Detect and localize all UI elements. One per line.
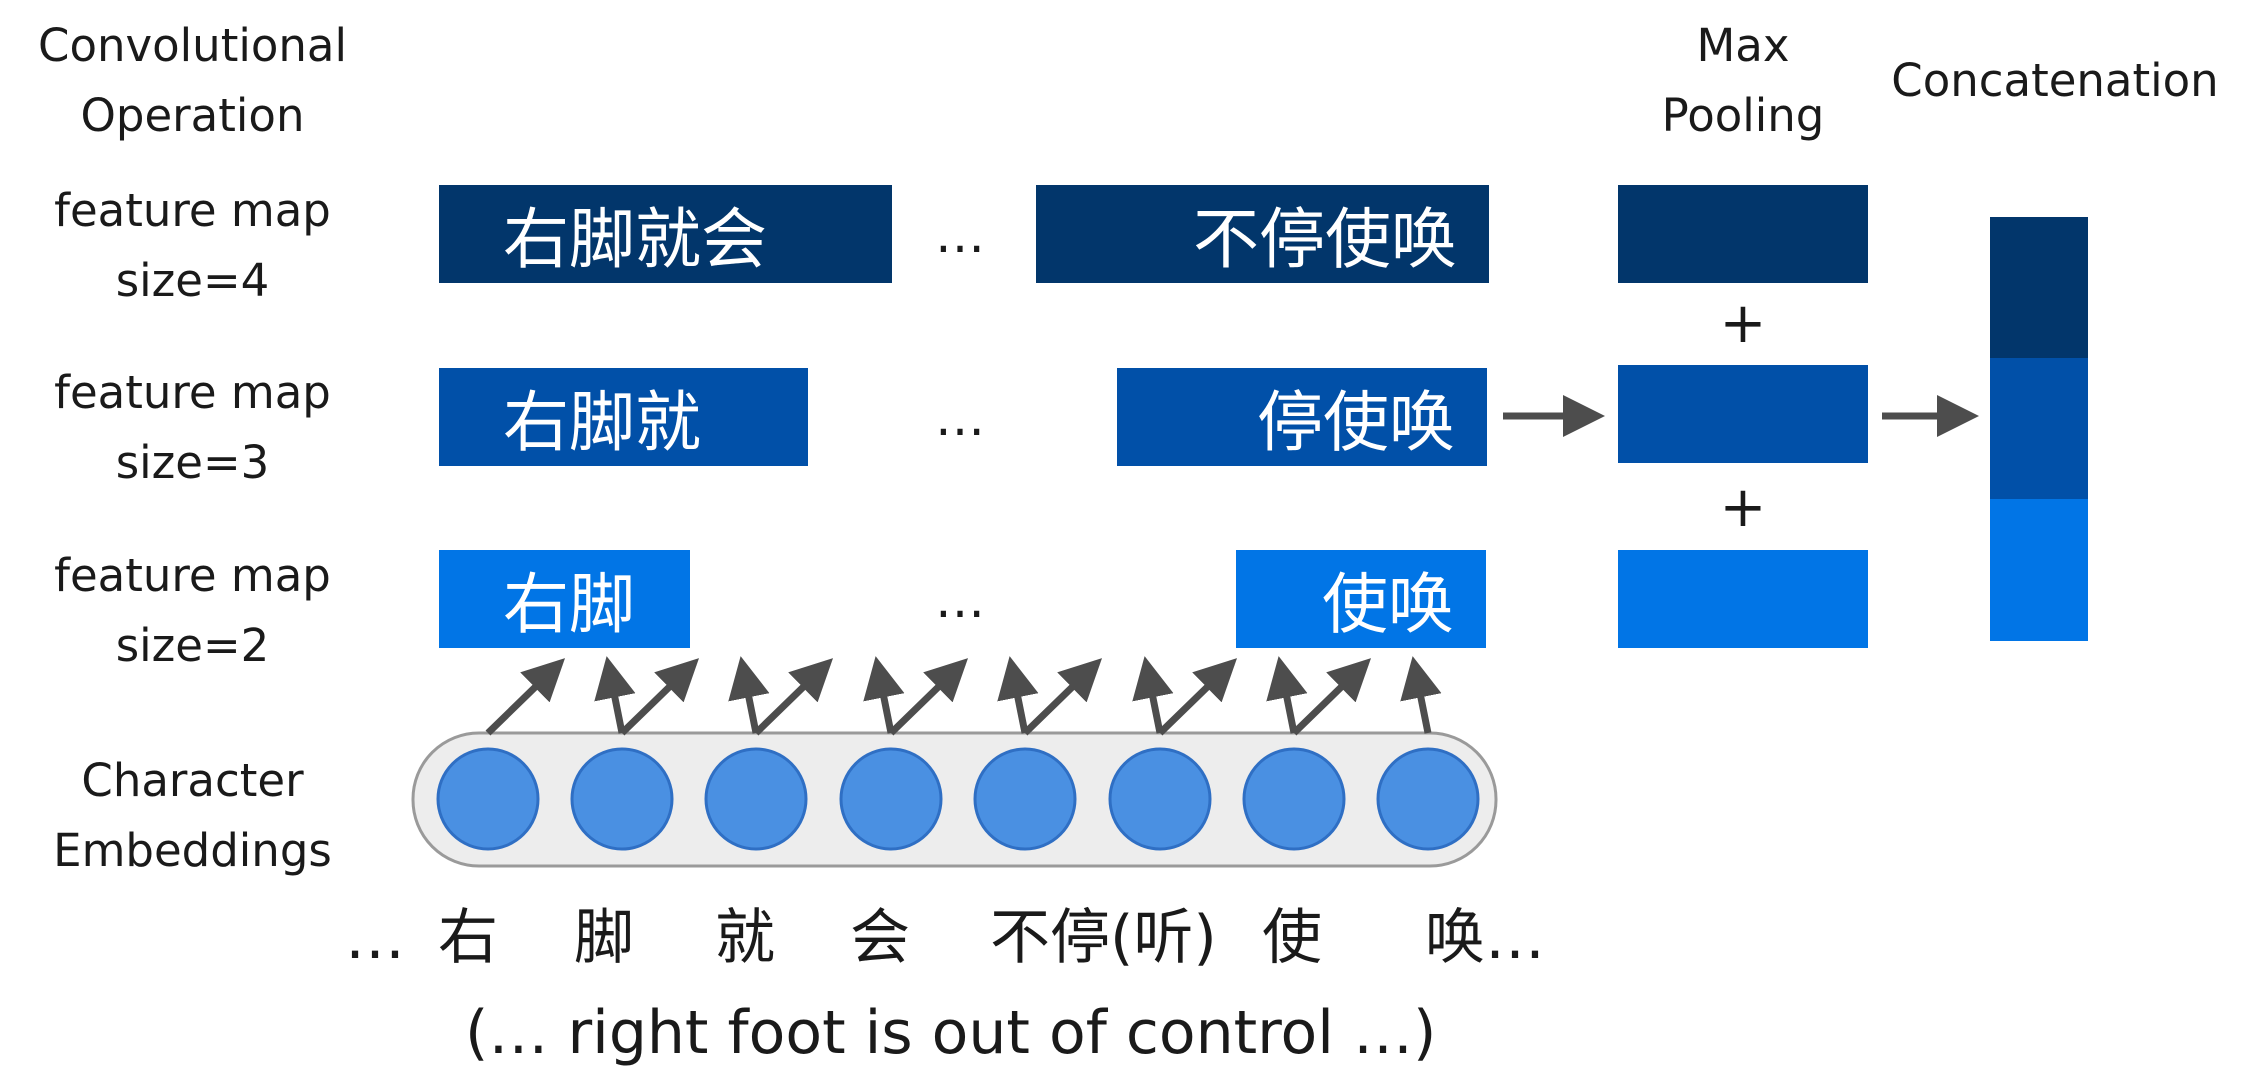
char-ting-ting: 停(听) bbox=[1050, 903, 1217, 973]
char-jiu: 就 bbox=[715, 903, 775, 973]
translation-text: (… right foot is out of control …) bbox=[465, 998, 1437, 1068]
feature-map-size4-last: 不停使唤 bbox=[1036, 185, 1489, 283]
max-pooling-header-line1: Max bbox=[1696, 19, 1790, 72]
upward-arrow bbox=[1132, 656, 1174, 734]
char-hui: 会 bbox=[850, 903, 910, 973]
diagonal-arrow bbox=[888, 658, 969, 736]
embedding-node bbox=[1108, 747, 1212, 851]
diagonal-arrow bbox=[1022, 658, 1103, 736]
upward-arrow bbox=[594, 656, 636, 734]
upward-arrow bbox=[1400, 656, 1442, 734]
char-you: 右 bbox=[438, 903, 498, 973]
row-label-size4-line1: feature map bbox=[54, 184, 331, 237]
concat-segment-size3 bbox=[1990, 358, 2088, 499]
concat-segment-size4 bbox=[1990, 217, 2088, 358]
max-pooling-header-line2: Pooling bbox=[1661, 89, 1825, 142]
feature-map-size2-last: 使唤 bbox=[1236, 550, 1486, 648]
embedding-node bbox=[704, 747, 808, 851]
upward-arrow bbox=[1266, 656, 1308, 734]
ellipsis-size4: … bbox=[935, 206, 985, 264]
char-shi: 使 bbox=[1262, 903, 1322, 973]
ellipsis-size3: … bbox=[935, 389, 985, 447]
ellipsis-size2: … bbox=[935, 571, 985, 629]
embeddings-label-line2: Embeddings bbox=[53, 824, 332, 877]
plus-sign-2: + bbox=[1719, 475, 1767, 540]
upward-arrow bbox=[997, 656, 1039, 734]
feature-map-size3-first: 右脚就 bbox=[439, 368, 808, 466]
concatenation-header: Concatenation bbox=[1891, 54, 2219, 107]
embedding-node bbox=[570, 747, 674, 851]
upward-arrow bbox=[863, 656, 905, 734]
embedding-node bbox=[1242, 747, 1346, 851]
conv-header-line2: Operation bbox=[80, 89, 305, 142]
diagonal-arrow bbox=[619, 658, 700, 736]
row-label-size2-line2: size=2 bbox=[115, 619, 270, 672]
upward-arrow bbox=[728, 656, 770, 734]
row-label-size3-line2: size=3 bbox=[115, 436, 270, 489]
embedding-node bbox=[973, 747, 1077, 851]
concat-segment-size2 bbox=[1990, 499, 2088, 641]
embedding-node bbox=[1376, 747, 1480, 851]
char-huan-ellipsis: 唤… bbox=[1425, 903, 1545, 973]
row-label-size4-line2: size=4 bbox=[115, 254, 270, 307]
feature-map-size2-first: 右脚 bbox=[439, 550, 690, 648]
char-leading-ellipsis: … bbox=[345, 903, 405, 973]
max-pool-output-size3 bbox=[1618, 365, 1868, 463]
char-bu: 不 bbox=[990, 903, 1050, 973]
diagonal-arrow bbox=[1291, 658, 1372, 736]
row-label-size3-line1: feature map bbox=[54, 366, 331, 419]
max-pool-output-size4 bbox=[1618, 185, 1868, 283]
feature-map-size4-first: 右脚就会 bbox=[439, 185, 892, 283]
embedding-node bbox=[839, 747, 943, 851]
conv-header-line1: Convolutional bbox=[38, 19, 347, 72]
plus-sign-1: + bbox=[1719, 291, 1767, 356]
embedding-node bbox=[436, 747, 540, 851]
row-label-size2-line1: feature map bbox=[54, 549, 331, 602]
max-pool-output-size2 bbox=[1618, 550, 1868, 648]
char-jiao: 脚 bbox=[574, 903, 634, 973]
diagonal-arrow bbox=[1157, 658, 1238, 736]
diagonal-arrow bbox=[753, 658, 834, 736]
embedding-container bbox=[411, 731, 1498, 868]
feature-map-size3-last: 停使唤 bbox=[1117, 368, 1487, 466]
embeddings-label-line1: Character bbox=[81, 754, 304, 807]
diagonal-arrow bbox=[485, 658, 566, 736]
